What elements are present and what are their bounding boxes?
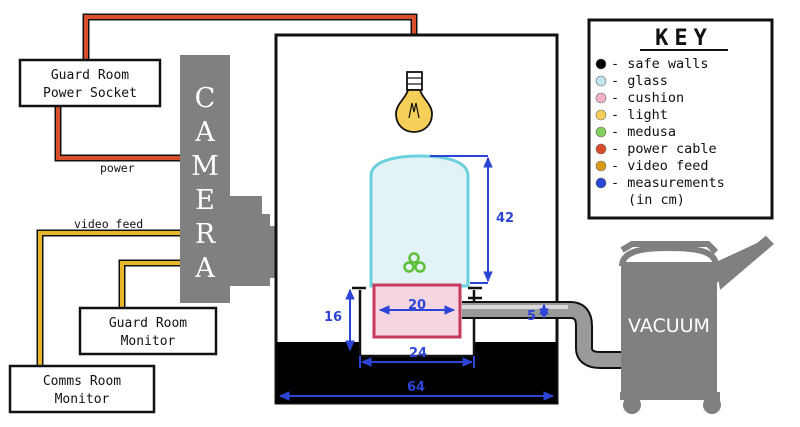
key-item-label: (in cm) bbox=[628, 192, 685, 208]
key-item-label: - cushion bbox=[611, 90, 684, 106]
plinth-height-label: 16 bbox=[324, 310, 342, 325]
comms-room-monitor-box: Comms Room Monitor bbox=[8, 364, 156, 414]
key-item-label: - safe walls bbox=[611, 56, 709, 72]
light-bulb-icon bbox=[395, 71, 433, 133]
key-swatch bbox=[595, 92, 607, 104]
key-swatch bbox=[595, 109, 607, 121]
cushion-width-label: 20 bbox=[408, 298, 426, 313]
camera-letter: R bbox=[195, 219, 216, 250]
pipe-diameter-label: 5 bbox=[527, 309, 536, 324]
box-line-1: Guard Room bbox=[109, 316, 187, 331]
key-item-label: - measurements bbox=[611, 175, 725, 191]
plinth-width-label: 24 bbox=[409, 346, 427, 361]
key-swatch bbox=[595, 143, 607, 155]
vacuum-pipe bbox=[462, 301, 628, 369]
key-item-label: - medusa bbox=[611, 124, 676, 140]
key-item-label: - light bbox=[611, 107, 668, 123]
guard-room-monitor-box: Guard Room Monitor bbox=[78, 306, 218, 356]
video-feed-cable bbox=[36, 229, 180, 366]
key-item-label: - power cable bbox=[611, 141, 717, 157]
vacuum: VACUUM bbox=[619, 235, 774, 414]
key-items: - safe walls- glass- cushion- light- med… bbox=[595, 56, 725, 208]
camera-letter: A bbox=[194, 117, 215, 148]
key-title: KEY bbox=[655, 26, 713, 51]
key-swatch bbox=[595, 75, 607, 87]
box-line-2: Monitor bbox=[121, 334, 176, 349]
key-swatch bbox=[595, 58, 607, 70]
key-item-label: - glass bbox=[611, 73, 668, 89]
box-line-2: Monitor bbox=[55, 392, 110, 407]
box-line-1: Comms Room bbox=[43, 374, 121, 389]
camera-letter: M bbox=[191, 151, 219, 182]
key-swatch bbox=[595, 160, 607, 172]
key-legend: KEY - safe walls- glass- cushion- light-… bbox=[587, 18, 774, 220]
medusa-icon bbox=[403, 252, 426, 273]
key-item-label: - video feed bbox=[611, 158, 709, 174]
dome-height-label: 42 bbox=[496, 211, 514, 226]
glass-dome bbox=[369, 154, 470, 288]
floor-width-label: 64 bbox=[407, 380, 425, 395]
dome-height-measure bbox=[430, 155, 493, 284]
camera-letter: A bbox=[194, 253, 215, 284]
power-cable-label: power bbox=[100, 161, 135, 175]
camera-letter: E bbox=[195, 185, 215, 216]
vacuum-label: VACUUM bbox=[628, 315, 710, 337]
box-line-1: Guard Room bbox=[51, 68, 129, 83]
key-swatch bbox=[595, 126, 607, 138]
box-line-2: Power Socket bbox=[43, 86, 137, 101]
key-swatch bbox=[595, 177, 607, 189]
camera-letter: C bbox=[195, 83, 216, 114]
guard-room-power-socket-box: Guard Room Power Socket bbox=[18, 58, 162, 108]
video-feed-label: video feed bbox=[74, 217, 143, 231]
